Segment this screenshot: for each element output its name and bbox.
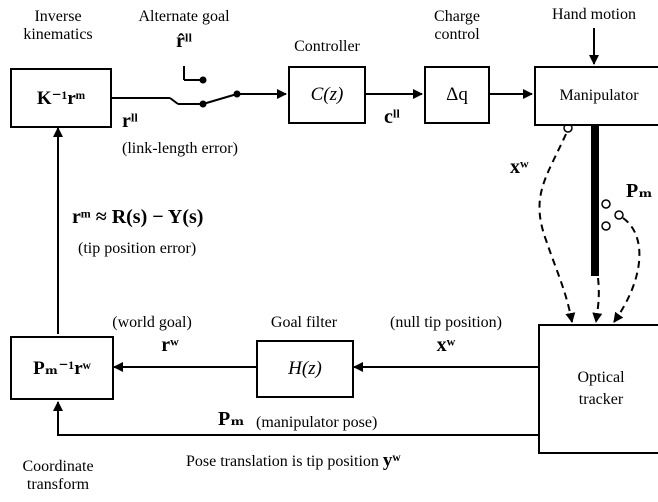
pose-translation-caption: Pose translation is tip position yʷ bbox=[186, 450, 401, 471]
p-m-bottom-label: Pₘ bbox=[218, 408, 245, 430]
r-ll-label: rˡˡ bbox=[122, 110, 138, 132]
controller-expr: C(z) bbox=[310, 84, 344, 105]
world-goal-caption: (world goal) bbox=[112, 314, 192, 331]
manipulator-label: Manipulator bbox=[559, 87, 639, 104]
charge-control-caption: Charge control bbox=[434, 8, 480, 44]
charge-control-block: Δq bbox=[424, 66, 490, 124]
goal-filter-block: H(z) bbox=[256, 340, 354, 398]
inverse-kinematics-block: K⁻¹rᵐ bbox=[10, 68, 112, 128]
y-w-label: yʷ bbox=[382, 450, 401, 471]
r-m-equation-text: rᵐ ≈ R(s) − Y(s) bbox=[72, 206, 204, 228]
alternate-goal-caption: Alternate goal bbox=[138, 8, 230, 25]
coordinate-transform-caption: Coordinate transform bbox=[22, 458, 93, 494]
r-w-label: rʷ bbox=[161, 334, 179, 356]
inverse-kinematics-caption-2: kinematics bbox=[23, 26, 93, 43]
switch-contact-alt bbox=[199, 76, 207, 84]
r-m-equation: rᵐ ≈ R(s) − Y(s) bbox=[72, 206, 204, 228]
manipulator-pose-caption: (manipulator pose) bbox=[256, 414, 378, 431]
manipulator-arm bbox=[591, 126, 599, 276]
marker-arm-1 bbox=[601, 199, 611, 209]
marker-arm-3 bbox=[601, 221, 611, 231]
switch-blade bbox=[202, 93, 238, 105]
coordinate-transform-expr: Pₘ⁻¹rʷ bbox=[33, 357, 91, 379]
optical-ray-xw bbox=[538, 133, 576, 323]
p-m-right-label: Pₘ bbox=[626, 180, 653, 202]
manipulator-block: Manipulator bbox=[534, 66, 658, 126]
x-w-bottom-label: xʷ bbox=[436, 334, 456, 356]
hand-motion-caption: Hand motion bbox=[552, 6, 636, 23]
goal-filter-expr: H(z) bbox=[288, 358, 322, 379]
coordinate-transform-caption-2: transform bbox=[26, 476, 90, 493]
x-w-right-label: xʷ bbox=[510, 156, 529, 178]
r-hat-ll-label: r̂ˡˡ bbox=[176, 30, 192, 52]
coordinate-transform-block: Pₘ⁻¹rʷ bbox=[10, 336, 114, 400]
optical-tracker-label-1: Optical bbox=[577, 369, 625, 386]
goal-filter-caption: Goal filter bbox=[270, 314, 338, 331]
null-tip-position-caption: (null tip position) bbox=[390, 314, 502, 331]
optical-tracker-block: Optical tracker bbox=[538, 324, 658, 454]
optical-ray-pm bbox=[613, 217, 641, 323]
controller-block: C(z) bbox=[288, 66, 366, 124]
inverse-kinematics-caption: Inverse kinematics bbox=[23, 8, 92, 44]
charge-control-caption-2: control bbox=[434, 26, 480, 43]
optical-tracker-label-2: tracker bbox=[578, 391, 624, 408]
inverse-kinematics-expr: K⁻¹rᵐ bbox=[36, 87, 86, 109]
pose-translation-text: Pose translation is tip position bbox=[186, 453, 379, 470]
charge-control-expr: Δq bbox=[446, 84, 468, 105]
optical-ray-tip bbox=[592, 277, 603, 323]
coordinate-transform-caption-1: Coordinate bbox=[22, 458, 94, 475]
charge-control-caption-1: Charge bbox=[434, 8, 480, 25]
wire-manipulator-pose bbox=[53, 401, 538, 436]
c-ll-label: cˡˡ bbox=[384, 106, 400, 128]
inverse-kinematics-caption-1: Inverse bbox=[34, 8, 82, 25]
controller-caption: Controller bbox=[294, 38, 360, 55]
tip-position-error-caption: (tip position error) bbox=[78, 240, 197, 257]
link-length-error-caption: (link-length error) bbox=[122, 140, 238, 157]
marker-arm-2 bbox=[614, 210, 624, 220]
